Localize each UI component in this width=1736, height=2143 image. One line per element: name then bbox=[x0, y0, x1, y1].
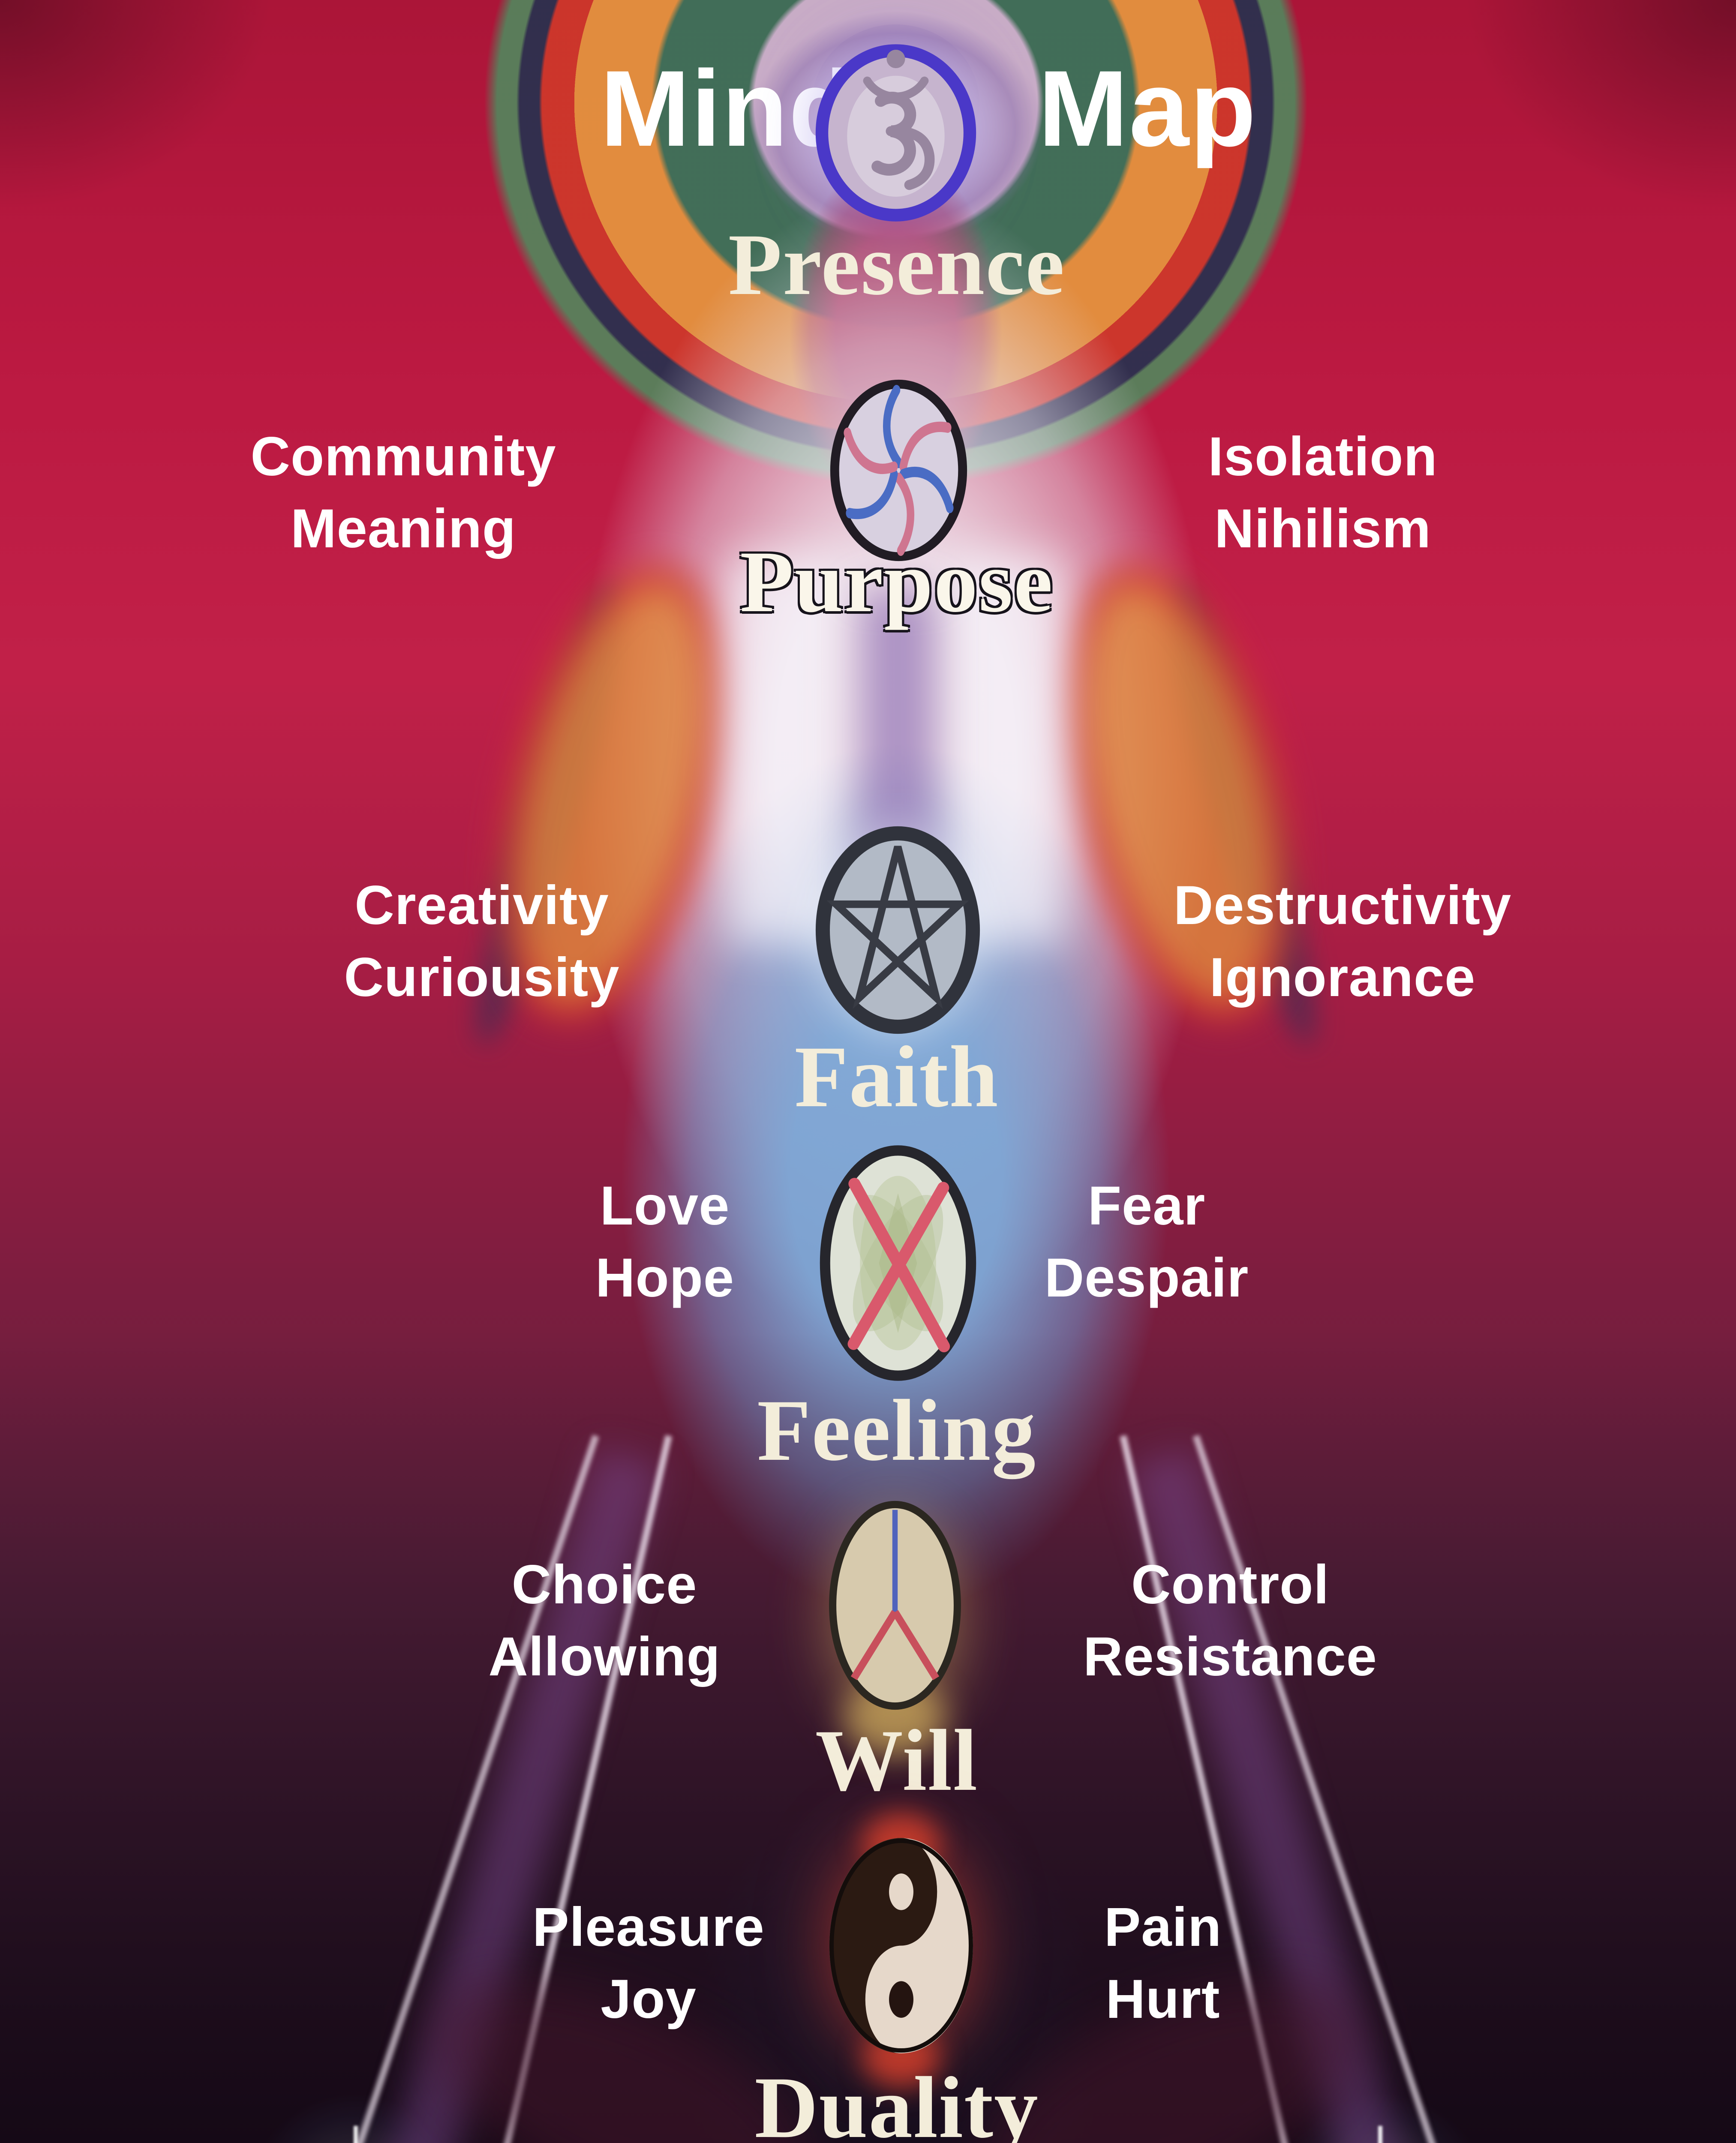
duality-right-attributes: Pain Hurt bbox=[1104, 1891, 1222, 2035]
attribute-ignorance: Ignorance bbox=[1209, 947, 1476, 1008]
level-label-feeling: Feeling bbox=[757, 1382, 1036, 1479]
faith-right-attributes: Destructivity Ignorance bbox=[1174, 870, 1511, 1014]
level-label-duality: Duality bbox=[754, 2059, 1039, 2143]
level-label-faith: Faith bbox=[794, 1028, 999, 1126]
attribute-meaning: Meaning bbox=[290, 498, 517, 559]
attribute-allowing: Allowing bbox=[488, 1626, 721, 1687]
purpose-right-attributes: Isolation Nihilism bbox=[1208, 421, 1437, 565]
attribute-creativity: Creativity bbox=[354, 875, 609, 936]
om-symbol-icon bbox=[812, 42, 980, 224]
attribute-love: Love bbox=[600, 1175, 730, 1237]
faith-left-attributes: Creativity Curiousity bbox=[344, 870, 620, 1014]
will-left-attributes: Choice Allowing bbox=[488, 1549, 720, 1693]
attribute-hope: Hope bbox=[595, 1247, 734, 1309]
attribute-control: Control bbox=[1131, 1554, 1329, 1615]
attribute-curiousity: Curiousity bbox=[344, 947, 620, 1008]
attribute-pain: Pain bbox=[1104, 1897, 1222, 1958]
attribute-despair: Despair bbox=[1044, 1247, 1249, 1309]
attribute-isolation: Isolation bbox=[1208, 426, 1438, 487]
will-right-attributes: Control Resistance bbox=[1083, 1549, 1377, 1693]
attribute-community: Community bbox=[250, 426, 556, 487]
title-word-map: Map bbox=[1038, 48, 1257, 169]
third-eye-pinwheel-icon bbox=[824, 372, 973, 568]
level-label-presence: Presence bbox=[728, 216, 1066, 313]
attribute-choice: Choice bbox=[511, 1554, 697, 1615]
feeling-left-attributes: Love Hope bbox=[595, 1170, 734, 1314]
aura-columns bbox=[729, 557, 1063, 943]
attribute-hurt: Hurt bbox=[1105, 1969, 1220, 2030]
level-label-will: Will bbox=[815, 1712, 979, 1809]
duality-left-attributes: Pleasure Joy bbox=[532, 1891, 765, 2035]
attribute-destructivity: Destructivity bbox=[1173, 875, 1512, 936]
attribute-joy: Joy bbox=[601, 1969, 697, 2030]
attribute-nihilism: Nihilism bbox=[1214, 498, 1431, 559]
attribute-resistance: Resistance bbox=[1083, 1626, 1377, 1687]
chest-flame-wings bbox=[476, 562, 1316, 1045]
attribute-pleasure: Pleasure bbox=[532, 1897, 765, 1958]
crossed-lotus-icon bbox=[819, 1143, 977, 1383]
title-word-mind: Mind bbox=[600, 48, 856, 169]
pentagram-icon bbox=[814, 825, 981, 1035]
feeling-right-attributes: Fear Despair bbox=[1045, 1170, 1249, 1314]
crossed-legs bbox=[429, 1980, 1362, 2143]
triune-lines-icon bbox=[828, 1499, 962, 1711]
purpose-left-attributes: Community Meaning bbox=[251, 421, 556, 565]
level-label-purpose: Purpose bbox=[740, 533, 1054, 630]
yin-yang-icon bbox=[829, 1837, 973, 2054]
attribute-fear: Fear bbox=[1087, 1175, 1206, 1237]
